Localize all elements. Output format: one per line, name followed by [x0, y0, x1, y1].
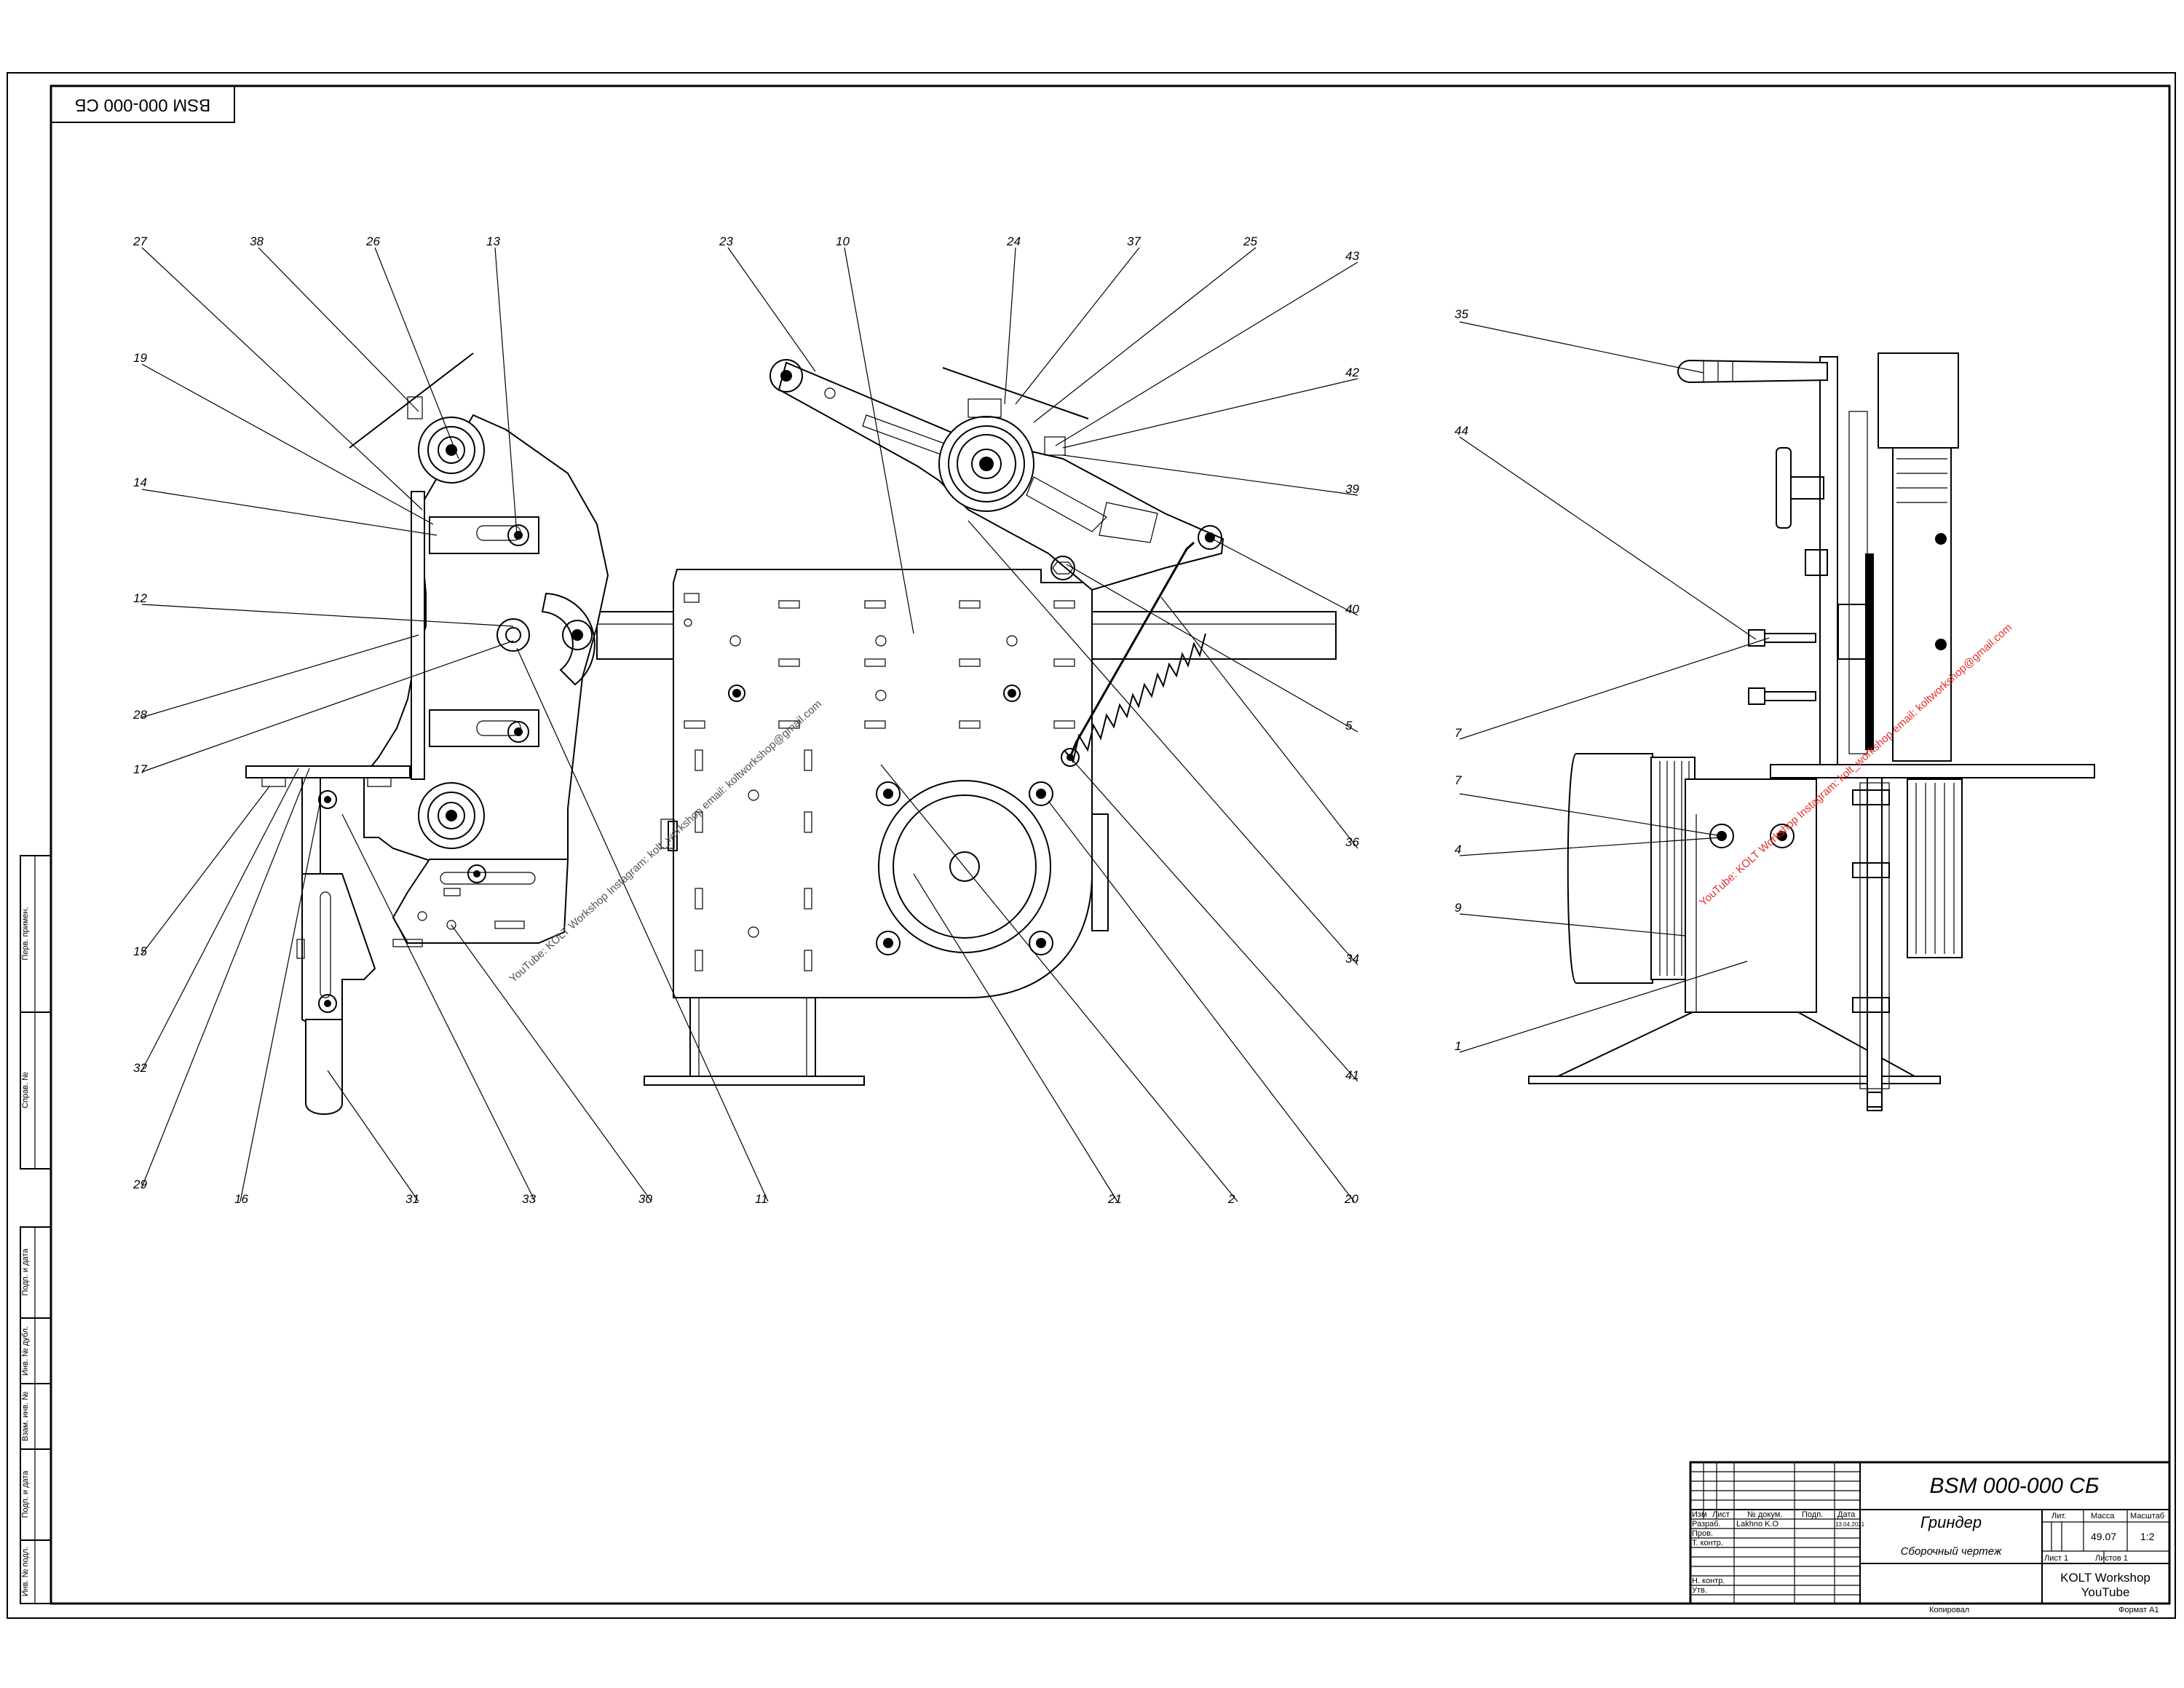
side-knob [1776, 447, 1824, 529]
side-base [1528, 778, 1941, 1084]
part-label: 30 [638, 1192, 652, 1206]
part-label: 32 [133, 1061, 147, 1075]
part-label: 20 [1344, 1192, 1358, 1206]
part-label: 41 [1345, 1068, 1359, 1082]
tb-tkontr: Т. контр. [1692, 1539, 1723, 1547]
tb-h-doc: № докум. [1747, 1510, 1782, 1519]
part-label: 43 [1345, 249, 1359, 263]
tb-org-1: KOLT Workshop [2060, 1571, 2151, 1585]
part-label: 1 [1455, 1039, 1461, 1053]
tb-copied: Копировал [1929, 1606, 1969, 1614]
side-view [1528, 352, 2095, 1111]
tb-h-lit: Лит. [2052, 1512, 2066, 1521]
outer-frame [7, 72, 2176, 1619]
part-label: 26 [365, 234, 380, 248]
tb-designation: BSM 000-000 СБ [1930, 1474, 2100, 1498]
part-label: 19 [133, 351, 147, 365]
plate-slots [684, 593, 1075, 971]
part-label: 27 [132, 234, 147, 248]
part-label: 25 [1243, 234, 1257, 248]
part-label: 7 [1455, 726, 1462, 740]
plate-holes [684, 618, 1021, 938]
part-label: 10 [836, 234, 850, 248]
side-col-1: Перв. примен. [21, 907, 30, 960]
part-label: 42 [1345, 366, 1359, 379]
part-label: 35 [1455, 307, 1468, 321]
part-label: 33 [522, 1192, 536, 1206]
side-upright [1770, 352, 2095, 1108]
inner-frame [50, 84, 2171, 1605]
part-label: 14 [133, 476, 147, 489]
top-stamp: BSM 000-000 СБ [50, 85, 235, 123]
tb-razrab-name: Lakhno K.O [1736, 1520, 1779, 1529]
tb-h-scale: Масштаб [2130, 1512, 2164, 1521]
tb-h-mass: Масса [2091, 1512, 2115, 1521]
part-label: 13 [486, 234, 500, 248]
tb-format: Формат А1 [2118, 1606, 2159, 1614]
tb-razrab: Разраб. [1692, 1520, 1721, 1529]
side-col-4: Инв. № дубл. [21, 1326, 30, 1376]
tb-h-izm: Изм [1692, 1510, 1707, 1519]
front-view [245, 352, 1337, 1115]
tb-doc-type: Сборочный чертеж [1901, 1545, 2002, 1558]
part-label: 15 [133, 944, 147, 958]
tracking-wheel [938, 367, 1089, 512]
tb-h-list: Лист [1712, 1510, 1730, 1519]
part-label: 4 [1455, 843, 1461, 856]
side-col-6: Подп. и дата [21, 1470, 30, 1518]
platen-assembly [349, 352, 609, 947]
tb-mass: 49.07 [2091, 1531, 2116, 1542]
side-motor [1567, 753, 1696, 984]
part-label: 38 [250, 234, 264, 248]
part-label: 44 [1455, 424, 1468, 438]
part-label: 36 [1345, 835, 1359, 849]
tb-h-sign: Подп. [1802, 1510, 1823, 1519]
part-label: 40 [1345, 602, 1359, 616]
part-label: 2 [1227, 1192, 1235, 1206]
part-label: 28 [132, 708, 147, 722]
side-col-7: Инв. № подл. [21, 1547, 30, 1597]
part-label: 21 [1107, 1192, 1122, 1206]
part-label: 23 [719, 234, 733, 248]
front-base [644, 813, 1109, 1086]
tb-sheets: Листов 1 [2095, 1554, 2128, 1563]
part-label: 39 [1345, 482, 1359, 496]
top-stamp-text: BSM 000-000 СБ [75, 95, 211, 115]
tb-name: Гриндер [1920, 1513, 1982, 1531]
tb-nkontr: Н. контр. [1692, 1577, 1725, 1585]
leader-lines [141, 247, 1770, 1202]
small-tool-rest [245, 765, 411, 1115]
part-label: 37 [1127, 234, 1141, 248]
part-label: 24 [1006, 234, 1021, 248]
part-label: 11 [755, 1192, 768, 1206]
tb-h-date: Дата [1837, 1510, 1856, 1519]
side-col-2: Справ. № [21, 1072, 30, 1108]
drive-pulley [876, 780, 1053, 955]
part-label: 29 [132, 1178, 147, 1191]
tb-sheet: Лист 1 [2044, 1554, 2068, 1563]
part-label: 17 [133, 762, 147, 776]
rear-knob [668, 821, 678, 851]
side-col-3: Подп. и дата [21, 1248, 30, 1296]
part-label: 16 [234, 1192, 248, 1206]
tb-scale: 1:2 [2140, 1531, 2155, 1542]
side-handle [1677, 359, 1828, 384]
part-labels: 27 38 26 13 23 10 24 37 25 43 19 14 12 2… [132, 234, 1468, 1206]
part-label: 12 [133, 591, 147, 605]
side-col-5: Взам. инв. № [21, 1392, 30, 1441]
part-label: 7 [1455, 773, 1462, 787]
part-label: 9 [1455, 901, 1462, 915]
side-bolts [1709, 549, 1890, 1111]
part-label: 34 [1345, 952, 1359, 966]
left-side-strip: Перв. примен. Справ. № Подп. и дата Инв.… [20, 855, 52, 1604]
tb-utv: Утв. [1692, 1586, 1707, 1595]
tb-org-2: YouTube [2081, 1585, 2130, 1599]
part-label: 31 [405, 1192, 419, 1206]
tb-prov: Пров. [1692, 1529, 1713, 1538]
title-block: Изм Лист № докум. Подп. Дата Разраб. Lak… [1689, 1461, 2171, 1605]
tb-razrab-date: 13.04.2021 [1835, 1521, 1865, 1528]
part-label: 5 [1345, 719, 1353, 733]
